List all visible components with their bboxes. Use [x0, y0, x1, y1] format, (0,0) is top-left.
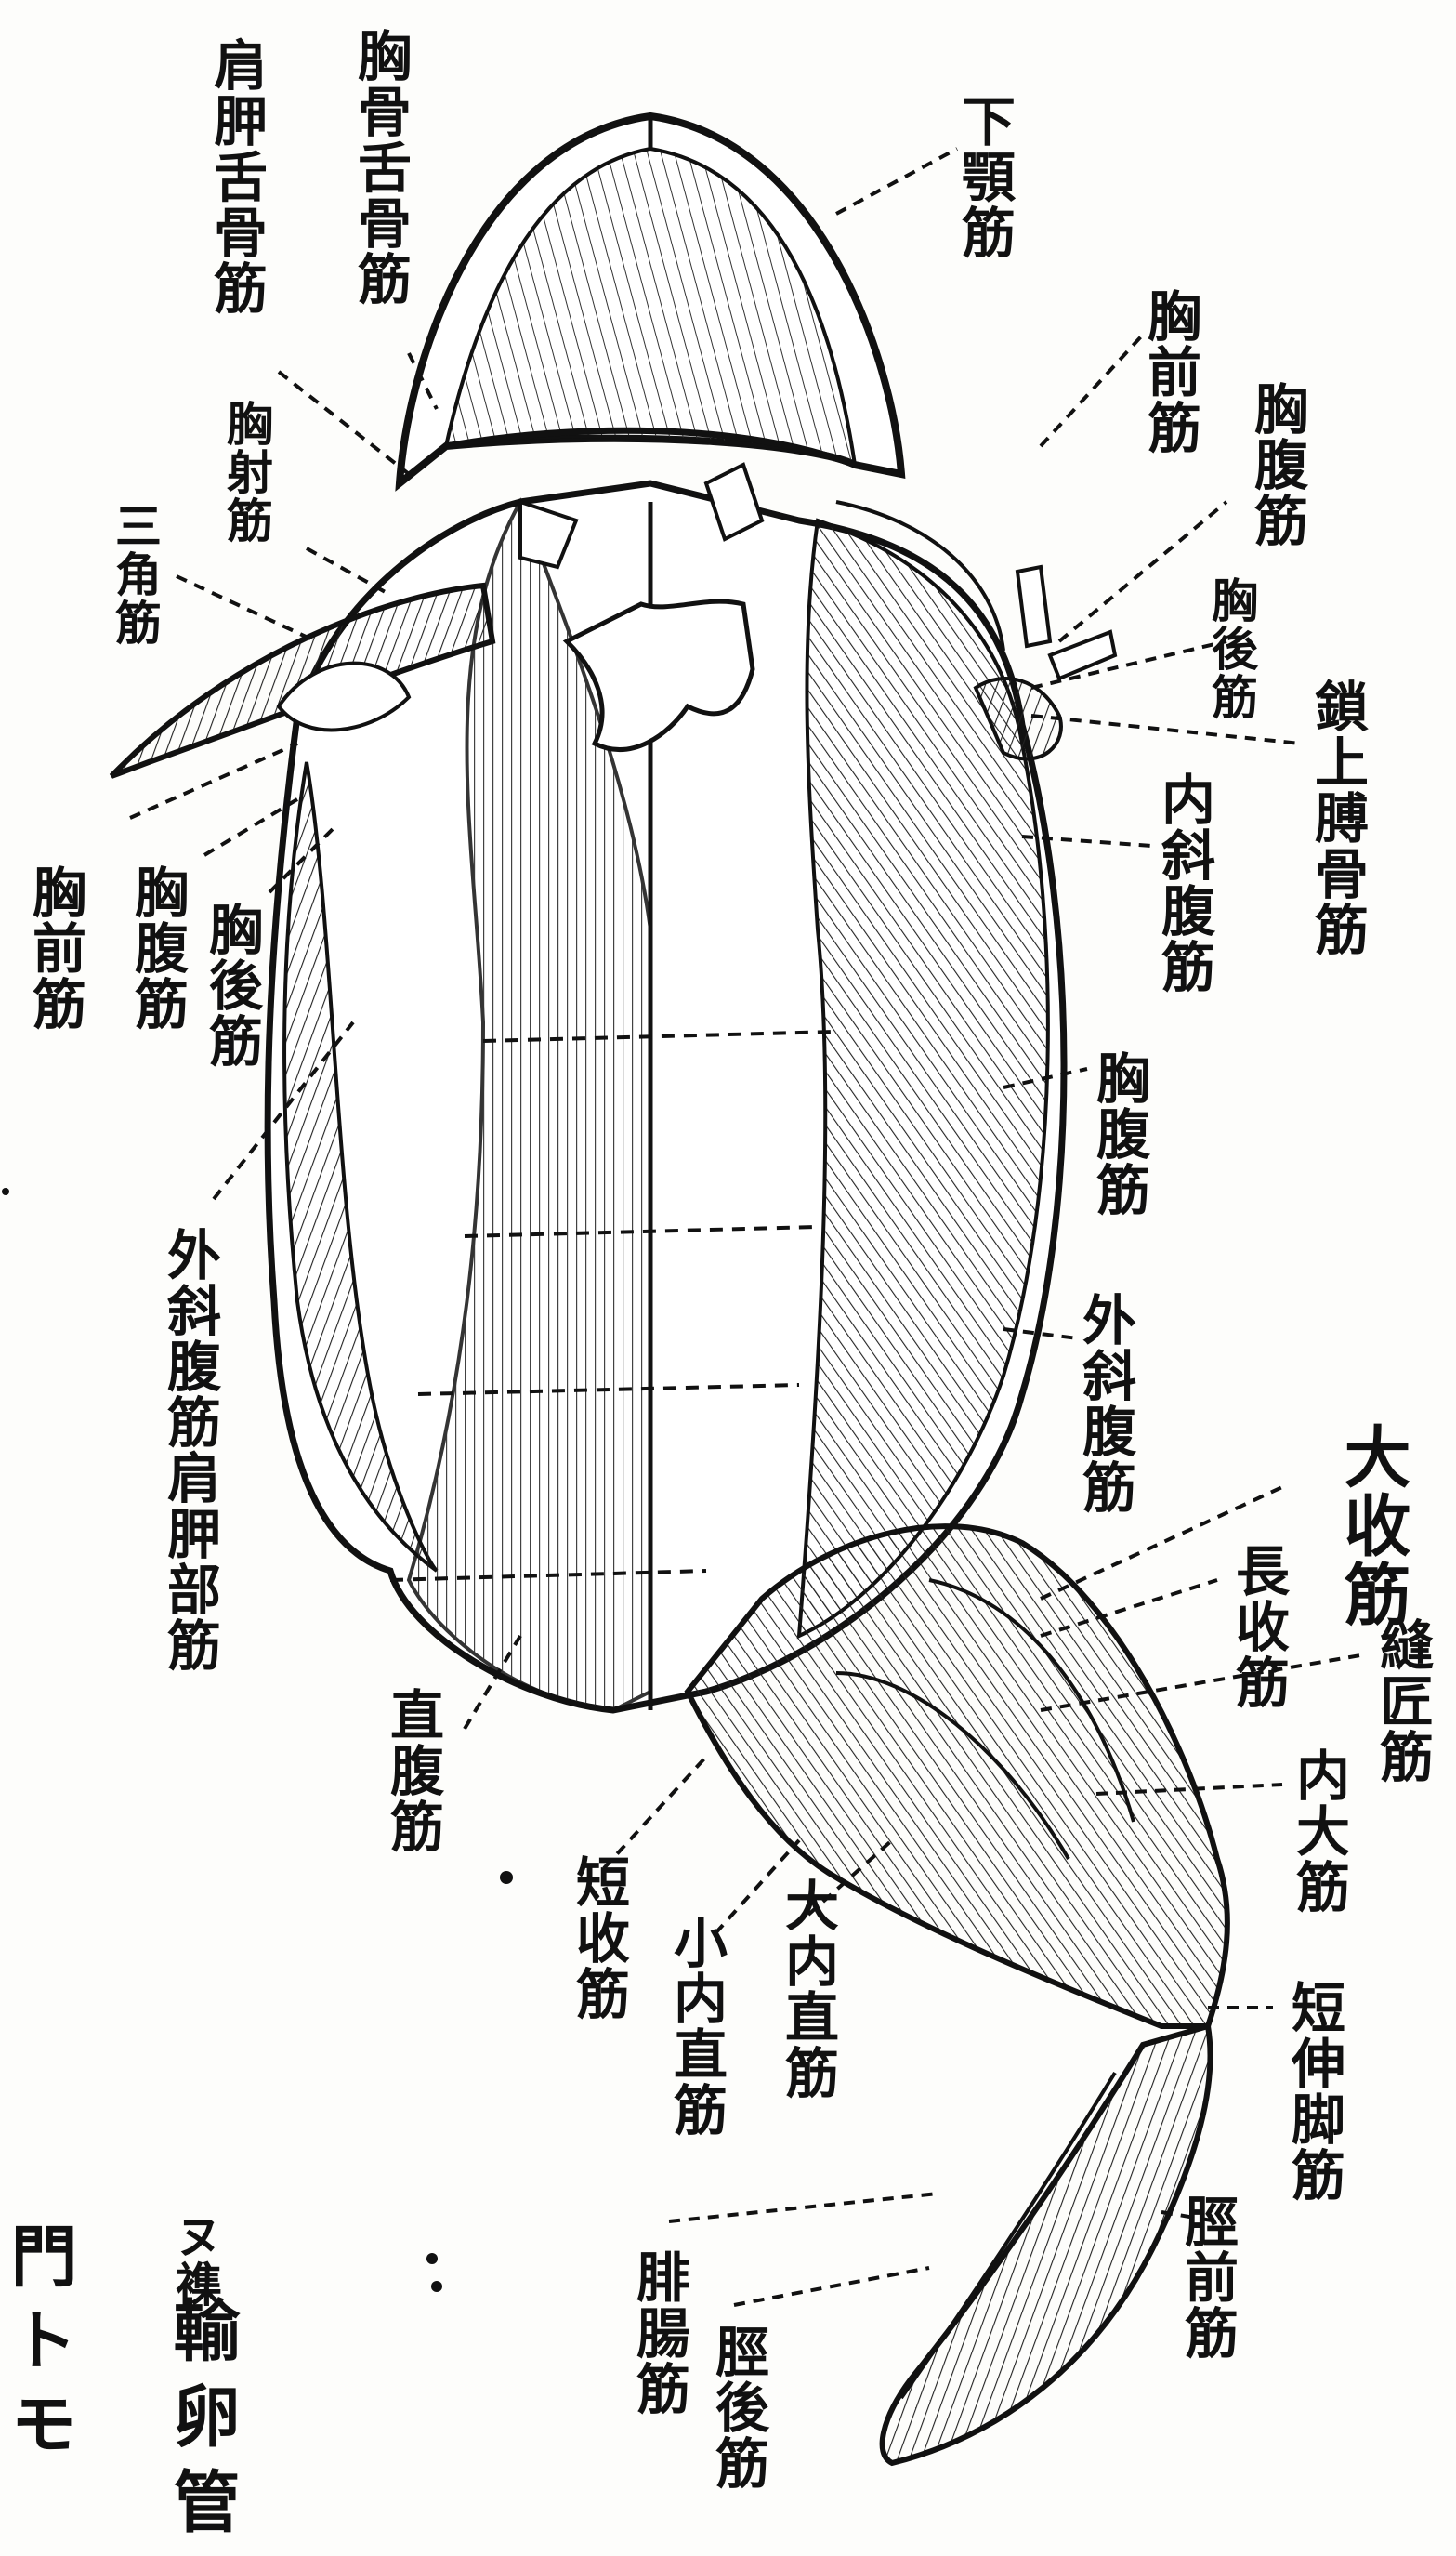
margin-text-column-2-top: ヌ襍 — [172, 2212, 218, 2309]
leg — [688, 1526, 1227, 2463]
label-pectoralis-abdominal-left: 胸腹筋 — [130, 864, 184, 1032]
margin-text-column-1: 門トモ — [5, 2221, 72, 2472]
label-external-oblique-right: 外斜腹筋 — [1078, 1292, 1132, 1515]
label-pectoralis-radiating: 胸射筋 — [223, 400, 269, 545]
label-tibialis-anterior: 脛前筋 — [1180, 2194, 1234, 2361]
label-gracilis-minor: 小内直筋 — [669, 1915, 723, 2138]
label-sternohyoid: 胸骨舌骨筋 — [353, 28, 407, 307]
label-pectoralis-posterior-left: 胸後筋 — [204, 902, 258, 1069]
label-pectoralis-abdominal-right-lower: 胸腹筋 — [1092, 1050, 1146, 1218]
label-internal-oblique: 内斜腹筋 — [1157, 771, 1211, 995]
label-submandibular: 下顎筋 — [957, 93, 1011, 260]
label-pectoralis-front-left: 胸前筋 — [28, 864, 82, 1032]
head — [400, 116, 901, 483]
label-scapulohyoid: 肩胛舌骨筋 — [209, 37, 263, 316]
label-rectus-abdominis: 直腹筋 — [386, 1687, 439, 1854]
label-gastrocnemius: 腓腸筋 — [632, 2249, 686, 2417]
label-pectoralis-posterior-right: 胸後筋 — [1208, 576, 1254, 721]
label-pectoralis-abdominal-right: 胸腹筋 — [1250, 381, 1304, 548]
label-sartorius: 縫匠筋 — [1375, 1617, 1429, 1785]
label-supraclavicular-humeral: 鎖上膊骨筋 — [1310, 679, 1364, 957]
label-external-oblique-scapular: 外斜腹筋肩胛部筋 — [163, 1227, 216, 1673]
label-pectoralis-front-right: 胸前筋 — [1143, 288, 1197, 455]
label-extensor-brevis: 短伸脚筋 — [1287, 1980, 1341, 2203]
label-adductor-internal: 内大筋 — [1292, 1747, 1345, 1915]
label-adductor-magnus: 大收筋 — [1338, 1422, 1405, 1628]
label-adductor-brevis: 短收筋 — [571, 1854, 625, 2022]
label-gracilis-major: 大内直筋 — [780, 1877, 834, 2101]
label-tibialis-posterior: 脛後筋 — [711, 2324, 765, 2491]
label-adductor-longus: 長收筋 — [1231, 1543, 1285, 1710]
margin-text-column-2: 輸卵管 — [167, 2296, 234, 2552]
label-deltoid: 三角筋 — [111, 502, 158, 647]
